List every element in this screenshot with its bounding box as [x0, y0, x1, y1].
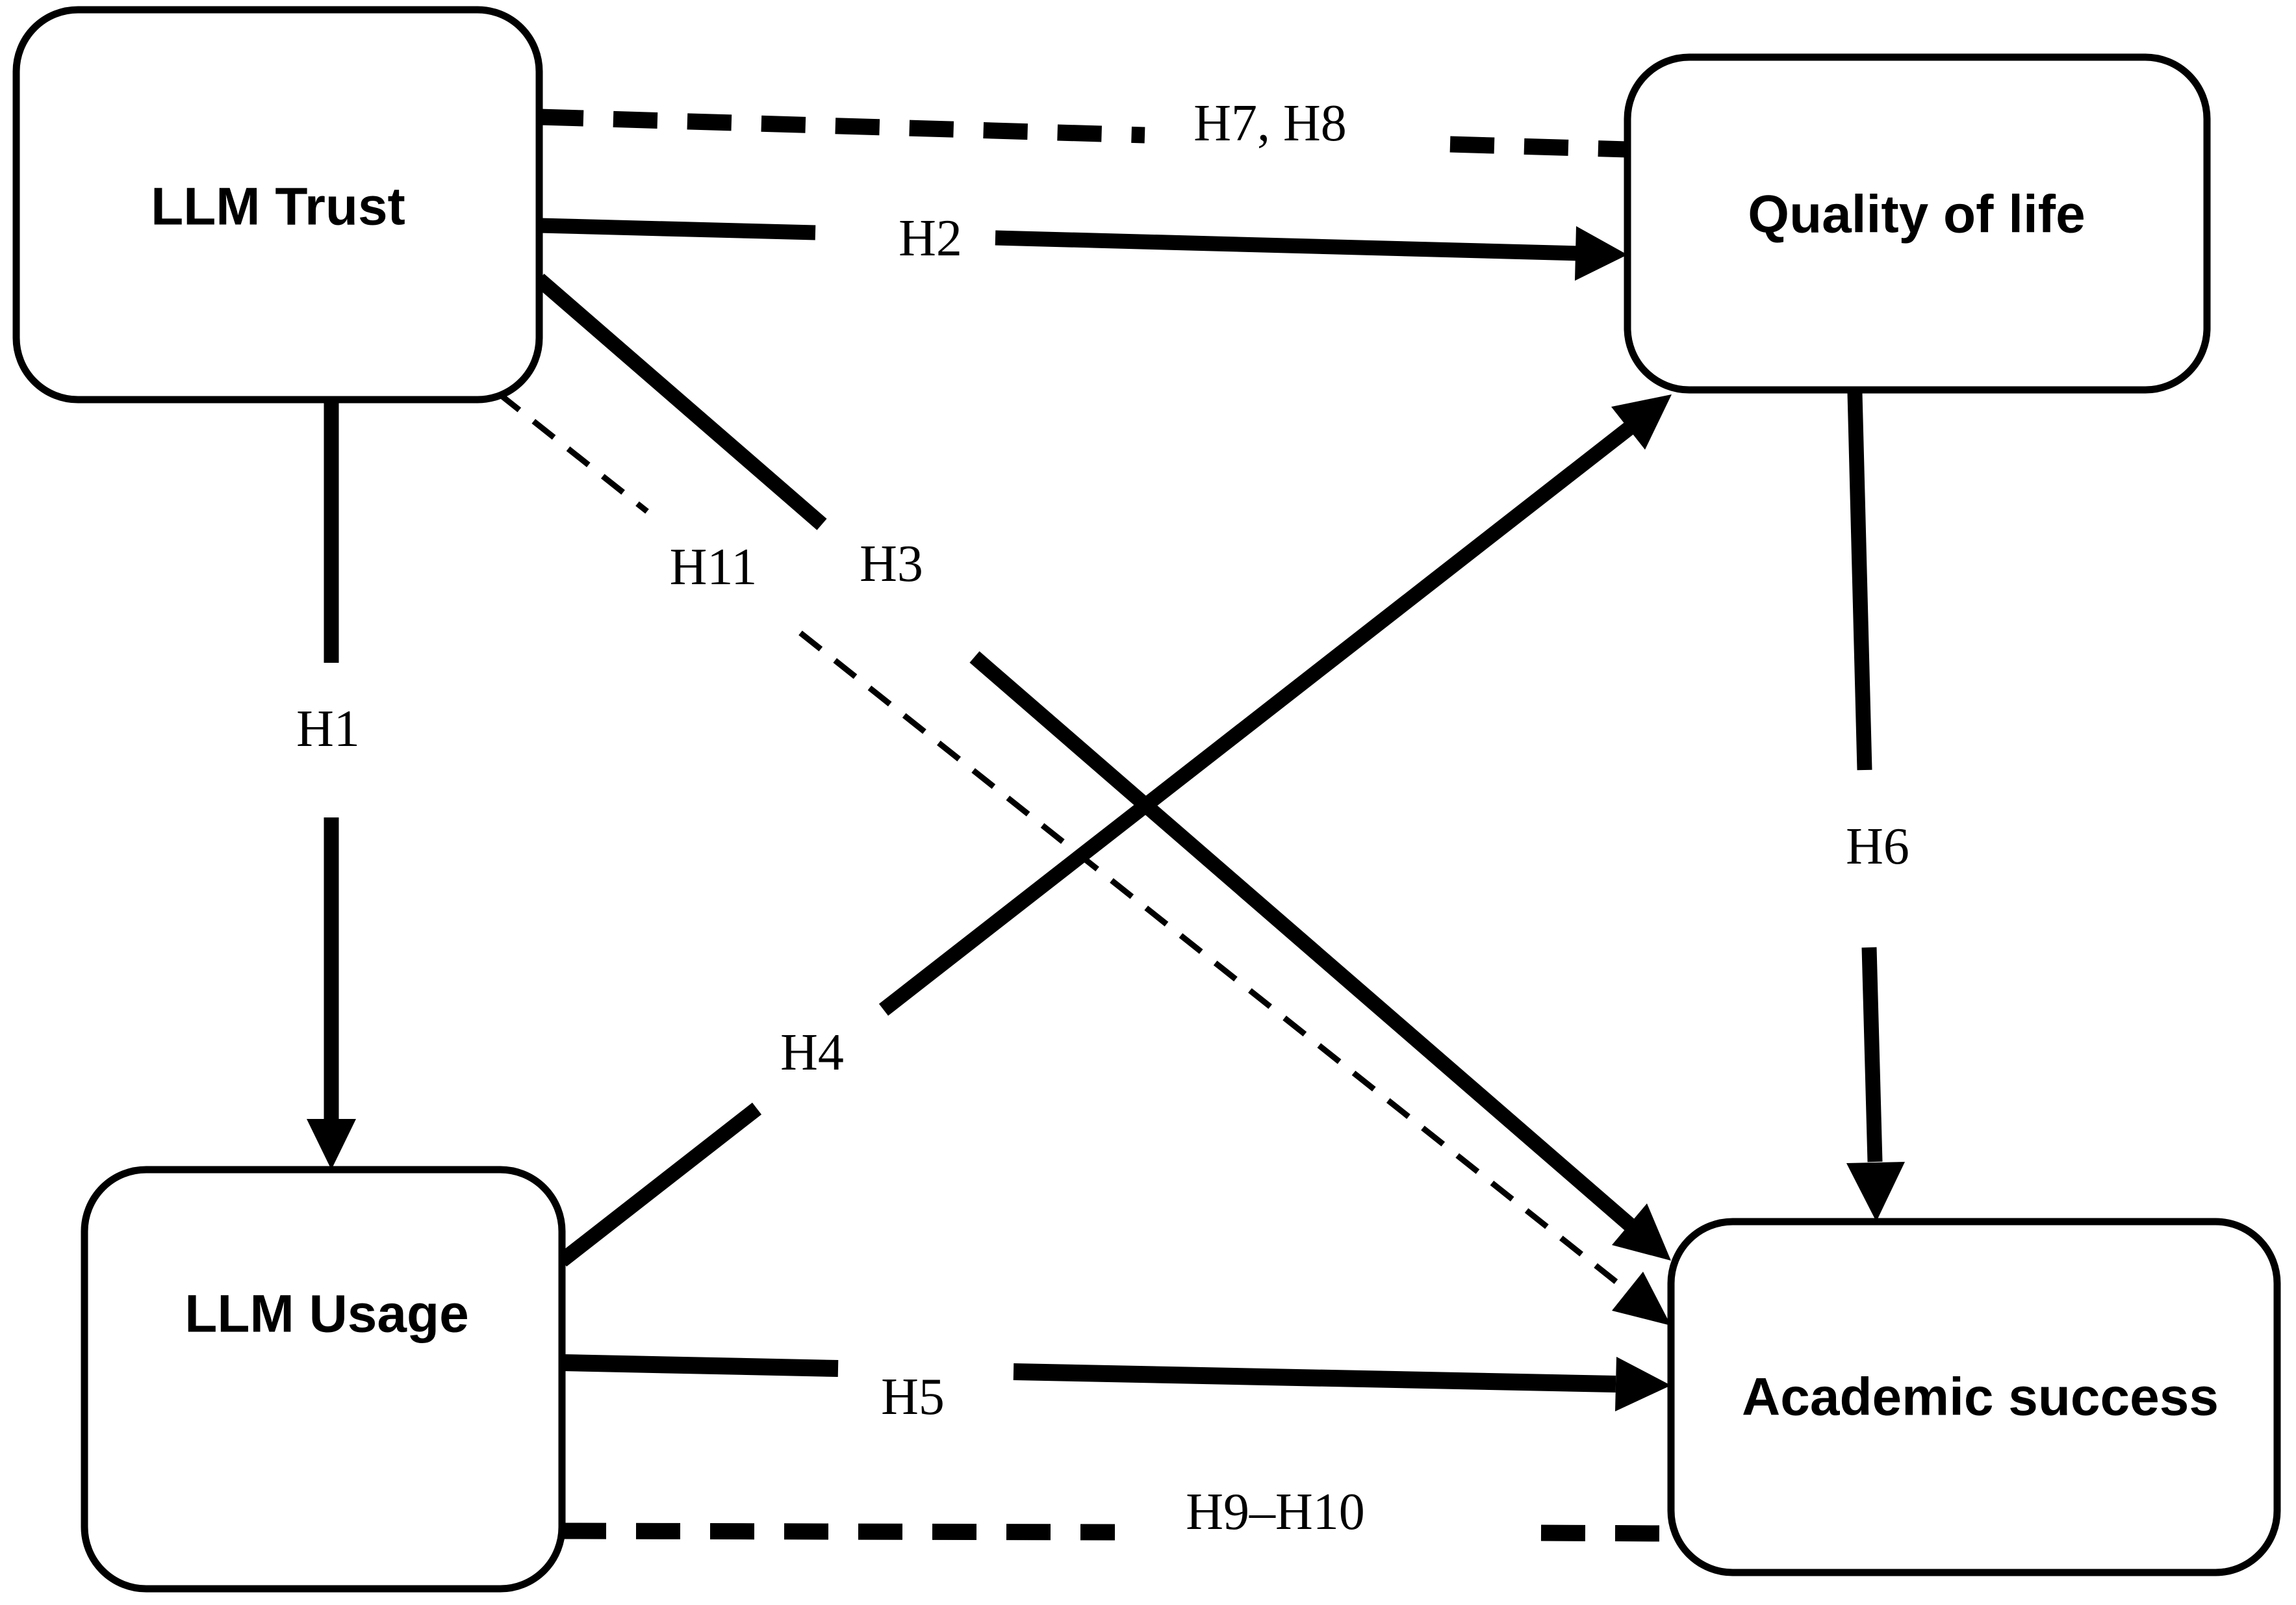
edge-h6-label: H6: [1846, 818, 1909, 875]
arrowhead-diagonal-icon: [1612, 1203, 1671, 1261]
node-academic-success-box: [1667, 1218, 2281, 1576]
edge-h3-line-segment: [969, 651, 1637, 1233]
edge-h6: H6: [1846, 392, 1909, 1222]
edge-h5-line-segment: [561, 1354, 839, 1377]
node-academic-success-label: Academic success: [1742, 1368, 2219, 1427]
node-llm-trust-label: LLM Trust: [151, 177, 405, 237]
node-quality-of-life-label: Quality of life: [1748, 185, 2085, 244]
edge-h11-line-segment: [798, 630, 1634, 1297]
edge-h4-label: H4: [780, 1024, 844, 1081]
edge-h11-line-segment: [497, 391, 649, 514]
edge-h9-h10-line-segment: [561, 1522, 1116, 1541]
arrowhead-right-icon: [1575, 226, 1627, 281]
edge-h6-line-segment: [1847, 392, 1872, 771]
arrowhead-down-icon: [307, 1119, 356, 1170]
arrowhead-diagonal-icon: [1612, 1272, 1671, 1326]
edge-h1: H1: [296, 400, 360, 1170]
edge-h2: H2: [539, 210, 1627, 281]
arrowhead-diagonal-icon: [1611, 394, 1672, 450]
edge-h2-label: H2: [899, 210, 962, 267]
edge-h3: H3: [534, 274, 1671, 1261]
arrowhead-down-icon: [1846, 1162, 1905, 1222]
edge-h4: H4: [557, 394, 1672, 1267]
edge-h5-line-segment: [1013, 1363, 1616, 1393]
edge-h9-h10: H9–H10: [561, 1483, 1676, 1542]
edge-h4-line-segment: [878, 420, 1636, 1016]
node-academic-success: Academic success: [1667, 1218, 2281, 1576]
node-llm-usage-label: LLM Usage: [185, 1285, 468, 1344]
edge-h2-line-segment: [539, 218, 816, 240]
edge-h9-h10-line-segment: [1540, 1524, 1676, 1542]
edge-h7-h8-label: H7, H8: [1193, 95, 1347, 152]
edge-h6-line-segment: [1861, 947, 1883, 1162]
node-quality-of-life-box: [1624, 53, 2211, 394]
node-llm-trust-box: [12, 6, 543, 404]
edge-h5-label: H5: [881, 1368, 945, 1426]
node-llm-usage: LLM Usage: [81, 1166, 566, 1593]
node-llm-trust: LLM Trust: [12, 6, 543, 404]
edge-h2-line-segment: [995, 230, 1581, 261]
edge-h7-h8-line-segment: [539, 109, 1145, 144]
edge-h4-line-segment: [557, 1102, 762, 1267]
edge-h9-h10-label: H9–H10: [1186, 1483, 1365, 1541]
edge-h3-label: H3: [860, 535, 923, 593]
edge-h11-label: H11: [670, 539, 758, 596]
edge-h1-label: H1: [296, 700, 360, 758]
node-quality-of-life: Quality of life: [1624, 53, 2211, 394]
edge-h7-h8-line-segment: [1449, 136, 1628, 158]
arrowhead-right-icon: [1615, 1357, 1671, 1411]
edge-h3-line-segment: [534, 274, 827, 530]
node-llm-usage-box: [81, 1166, 566, 1593]
edge-h7-h8: H7, H8: [539, 95, 1628, 158]
edge-h5: H5: [561, 1354, 1671, 1426]
edge-h11: H11: [497, 391, 1671, 1326]
